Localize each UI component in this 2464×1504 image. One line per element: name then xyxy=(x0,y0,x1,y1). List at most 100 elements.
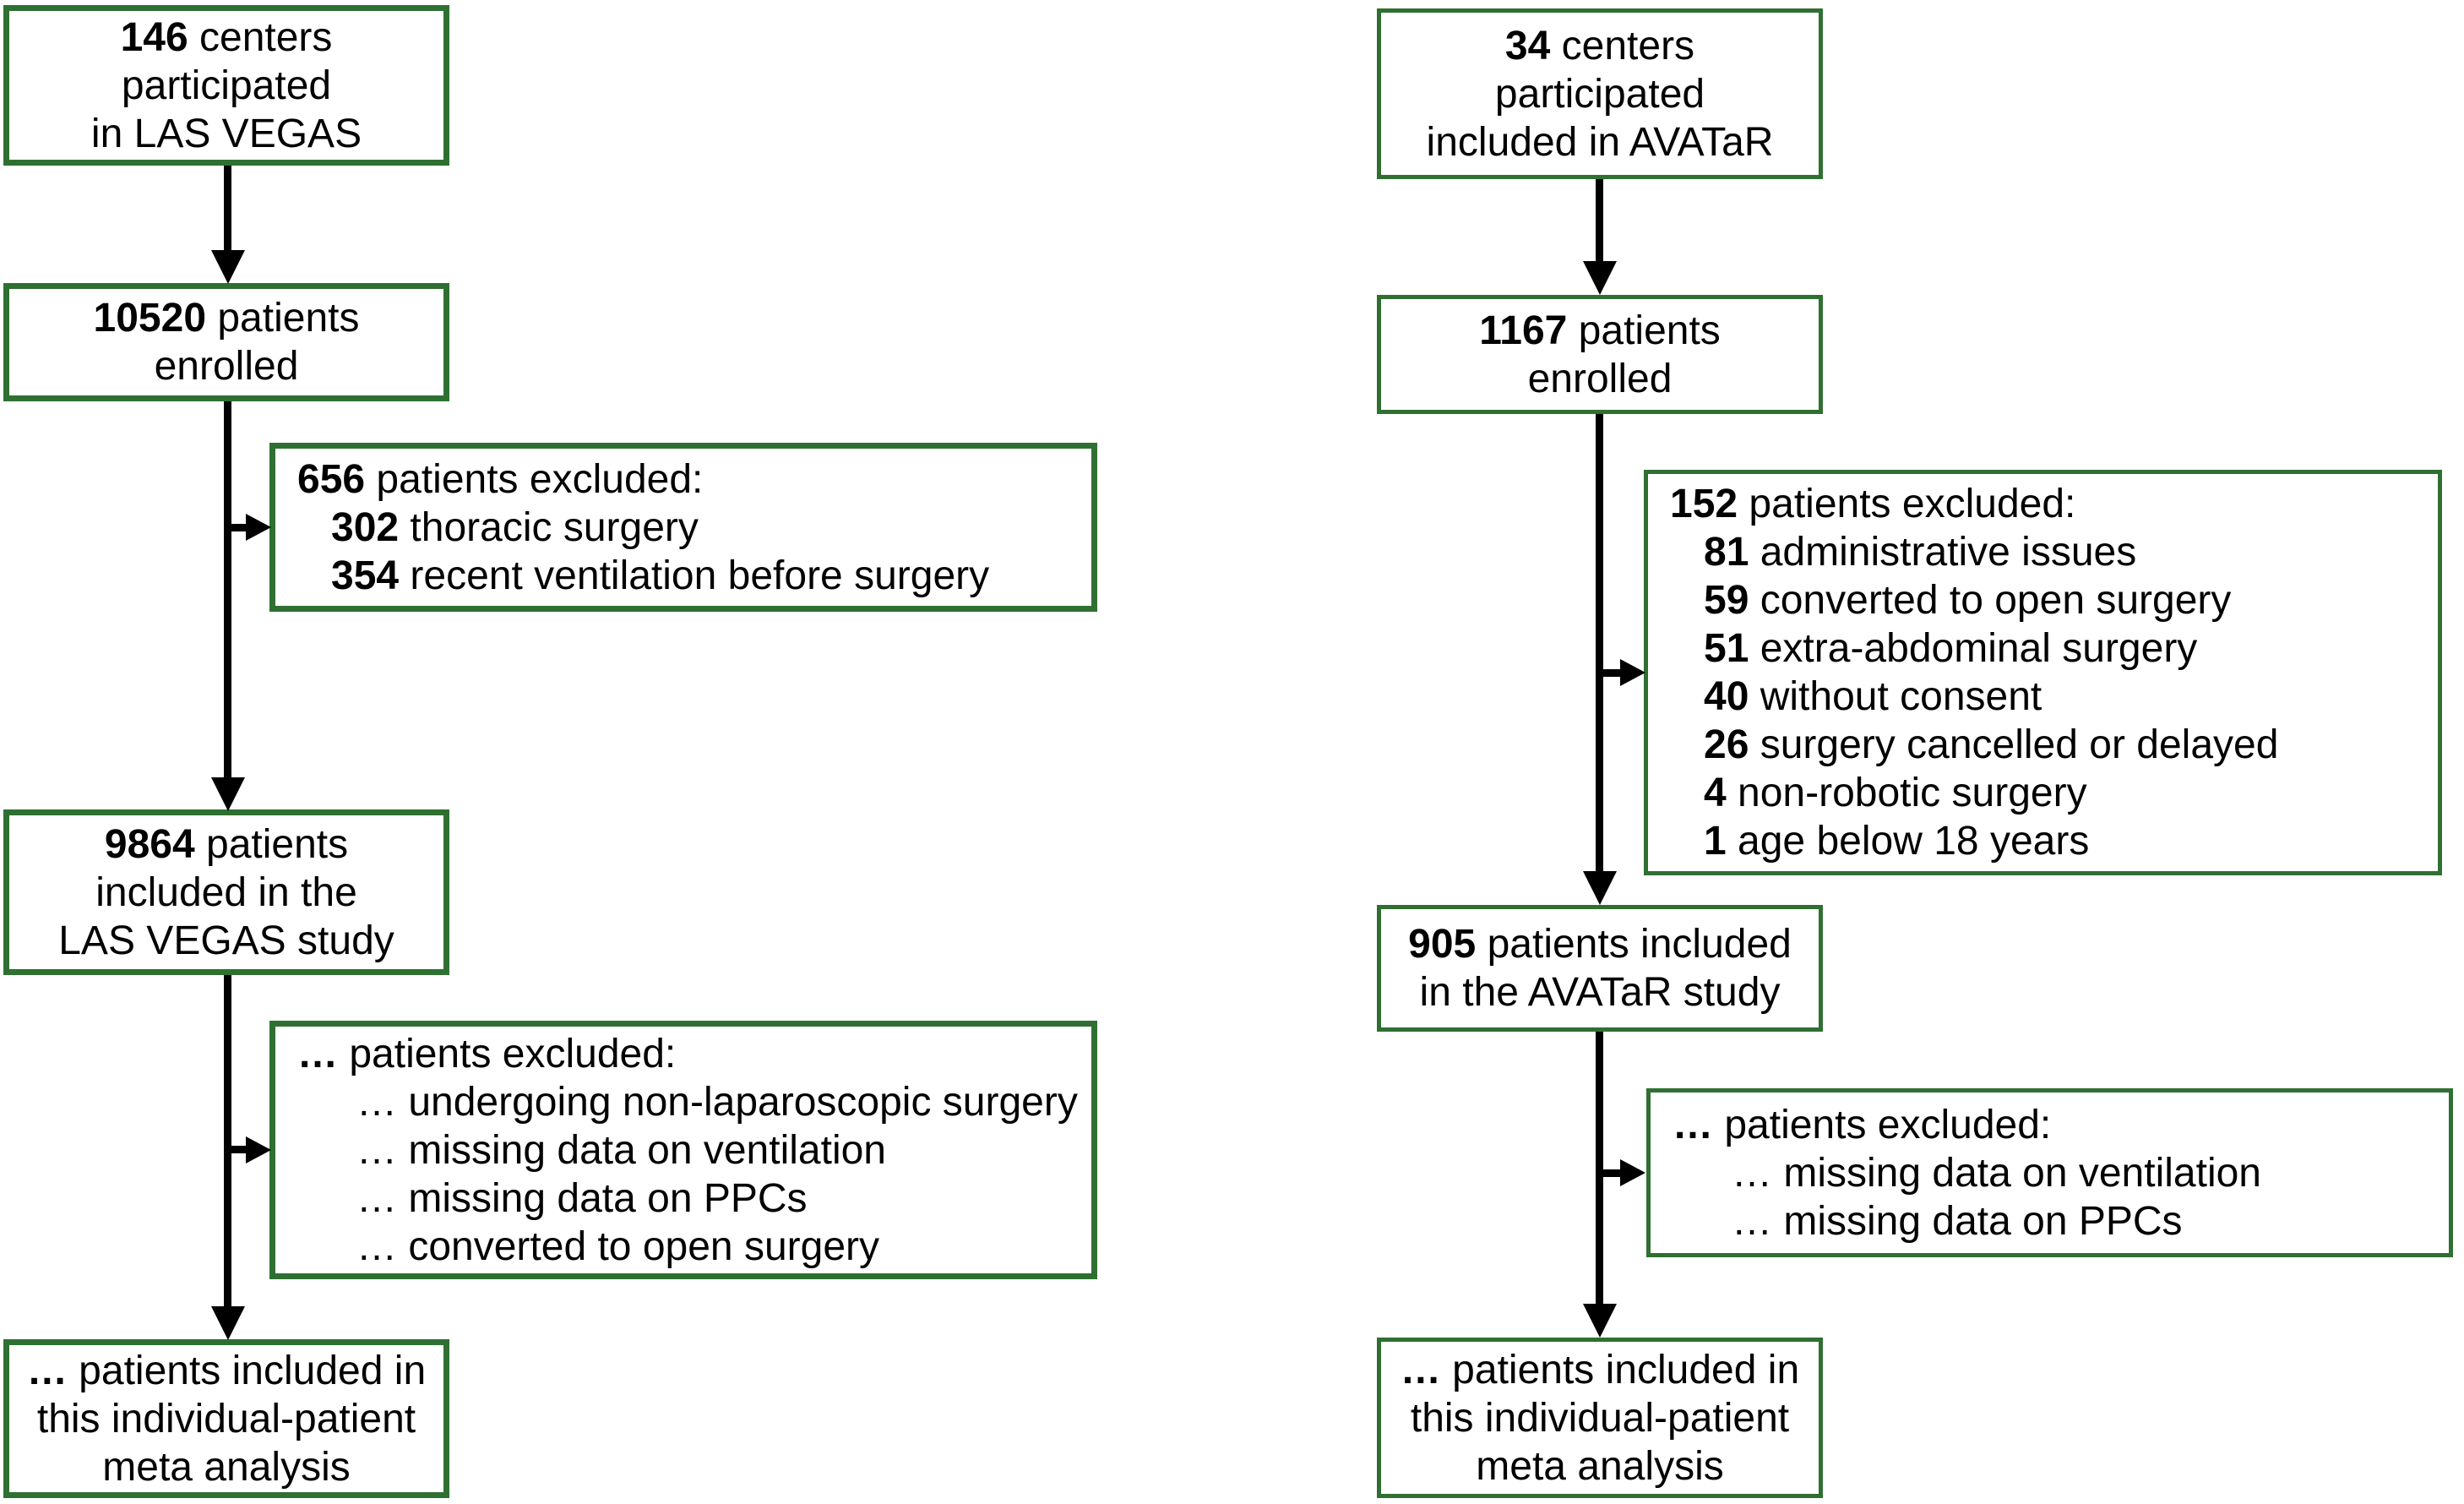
box-avatar-enrolled: 1167 patients enrolled xyxy=(1377,295,1823,414)
label: patients xyxy=(194,821,349,867)
label: extra-abdominal surgery xyxy=(1749,626,2198,671)
box-avatar-excluded-1: 152 patients excluded: 81 administrative… xyxy=(1644,470,2442,875)
arrowhead-right-icon xyxy=(246,1136,271,1163)
branch-line-avatar-excluded-2 xyxy=(1599,1169,1620,1177)
value: 302 xyxy=(331,504,400,550)
text-line: 354 recent ventilation before surgery xyxy=(297,552,989,600)
branch-line-lasvegas-excluded-2 xyxy=(227,1146,246,1153)
value: 10520 xyxy=(93,296,207,341)
value: … xyxy=(26,1348,68,1393)
box-avatar-excluded-2: … patients excluded: … missing data on v… xyxy=(1646,1088,2453,1257)
label: patients excluded: xyxy=(1713,1102,2052,1147)
text-line: … patients included in xyxy=(1401,1346,1799,1394)
label: thoracic surgery xyxy=(399,504,699,550)
label: … converted to open surgery xyxy=(356,1223,880,1269)
text-line: 9864 patients xyxy=(105,820,348,869)
box-avatar-included: 905 patients included in the AVATaR stud… xyxy=(1377,905,1823,1032)
label: … missing data on PPCs xyxy=(1732,1198,2183,1244)
value: 81 xyxy=(1704,530,1749,575)
text-line: 146 centers xyxy=(121,14,333,62)
value: 26 xyxy=(1704,722,1749,767)
value: 354 xyxy=(331,553,400,598)
label: in LAS VEGAS xyxy=(90,111,362,156)
text-line: 81 administrative issues xyxy=(1670,528,2136,576)
text-line: … missing data on PPCs xyxy=(1673,1197,2183,1245)
label: LAS VEGAS study xyxy=(58,918,394,963)
text-line: in LAS VEGAS xyxy=(91,110,362,158)
label: patients included xyxy=(1476,922,1792,967)
text-line: included in the xyxy=(95,869,357,917)
label: age below 18 years xyxy=(1726,819,2090,864)
label: meta analysis xyxy=(102,1444,351,1490)
label: included in the xyxy=(95,869,357,915)
text-line: 656 patients excluded: xyxy=(297,455,703,504)
label: participated xyxy=(121,63,332,108)
label: … missing data on ventilation xyxy=(1732,1150,2261,1196)
arrowhead-down-icon xyxy=(211,250,245,284)
flow-line-lasvegas-1 xyxy=(224,166,231,250)
value: … xyxy=(297,1031,338,1076)
text-line: participated xyxy=(1495,70,1705,118)
text-line: LAS VEGAS study xyxy=(58,917,394,965)
label: administrative issues xyxy=(1749,530,2137,575)
text-line: … missing data on ventilation xyxy=(1673,1149,2261,1197)
branch-line-avatar-excluded-1 xyxy=(1599,669,1620,677)
text-line: … missing data on ventilation xyxy=(297,1126,886,1174)
value: … xyxy=(1673,1102,1713,1147)
box-avatar-centers: 34 centers participated included in AVAT… xyxy=(1377,8,1823,179)
arrowhead-right-icon xyxy=(1620,659,1645,686)
box-lasvegas-centers: 146 centers participated in LAS VEGAS xyxy=(3,5,449,166)
value: 146 xyxy=(120,14,188,60)
box-lasvegas-enrolled: 10520 patients enrolled xyxy=(3,283,449,401)
text-line: this individual-patient xyxy=(37,1395,416,1443)
label: centers xyxy=(188,14,333,60)
label: included in AVATaR xyxy=(1426,119,1774,165)
text-line: 1167 patients xyxy=(1479,307,1721,355)
label: non-robotic surgery xyxy=(1726,771,2087,815)
text-line: in the AVATaR study xyxy=(1420,968,1781,1016)
label: enrolled xyxy=(1527,356,1673,401)
text-line: 10520 patients xyxy=(94,294,360,342)
label: meta analysis xyxy=(1476,1443,1724,1489)
text-line: enrolled xyxy=(155,342,299,390)
text-line: 4 non-robotic surgery xyxy=(1670,769,2087,817)
label: converted to open surgery xyxy=(1749,578,2232,623)
value: 905 xyxy=(1408,922,1477,967)
text-line: … patients included in xyxy=(27,1347,426,1395)
text-line: included in AVATaR xyxy=(1427,118,1774,166)
value: 656 xyxy=(297,456,366,502)
arrowhead-down-icon xyxy=(1583,871,1617,905)
label: patients included in xyxy=(67,1348,427,1393)
text-line: … undergoing non-laparoscopic surgery xyxy=(297,1078,1078,1126)
value: 1 xyxy=(1704,819,1727,864)
arrowhead-down-icon xyxy=(211,777,245,811)
flow-line-avatar-2 xyxy=(1596,414,1603,871)
text-line: 302 thoracic surgery xyxy=(297,504,699,552)
label: surgery cancelled or delayed xyxy=(1749,722,2279,767)
label: patients xyxy=(206,296,360,341)
text-line: 34 centers xyxy=(1505,22,1694,70)
label: … missing data on PPCs xyxy=(356,1175,808,1221)
box-lasvegas-excluded-2: … patients excluded: … undergoing non-la… xyxy=(269,1021,1097,1279)
box-avatar-meta-analysis: … patients included in this individual-p… xyxy=(1377,1338,1823,1498)
box-lasvegas-meta-analysis: … patients included in this individual-p… xyxy=(3,1339,449,1498)
arrowhead-down-icon xyxy=(1583,261,1617,295)
text-line: 59 converted to open surgery xyxy=(1670,576,2231,624)
text-line: 905 patients included xyxy=(1408,920,1792,968)
value: 152 xyxy=(1670,482,1738,526)
label: patients excluded: xyxy=(338,1031,677,1076)
arrowhead-right-icon xyxy=(246,514,271,541)
text-line: 40 without consent xyxy=(1670,673,2042,721)
value: 4 xyxy=(1704,771,1727,815)
value: 51 xyxy=(1704,626,1749,671)
flow-line-lasvegas-2 xyxy=(224,401,231,777)
label: this individual-patient xyxy=(36,1396,416,1441)
text-line: 26 surgery cancelled or delayed xyxy=(1670,721,2278,769)
label: enrolled xyxy=(154,344,299,389)
text-line: … patients excluded: xyxy=(1673,1101,2051,1149)
text-line: enrolled xyxy=(1528,355,1673,403)
flow-line-avatar-3 xyxy=(1596,1032,1603,1304)
label: recent ventilation before surgery xyxy=(399,553,990,598)
arrowhead-down-icon xyxy=(211,1306,245,1340)
